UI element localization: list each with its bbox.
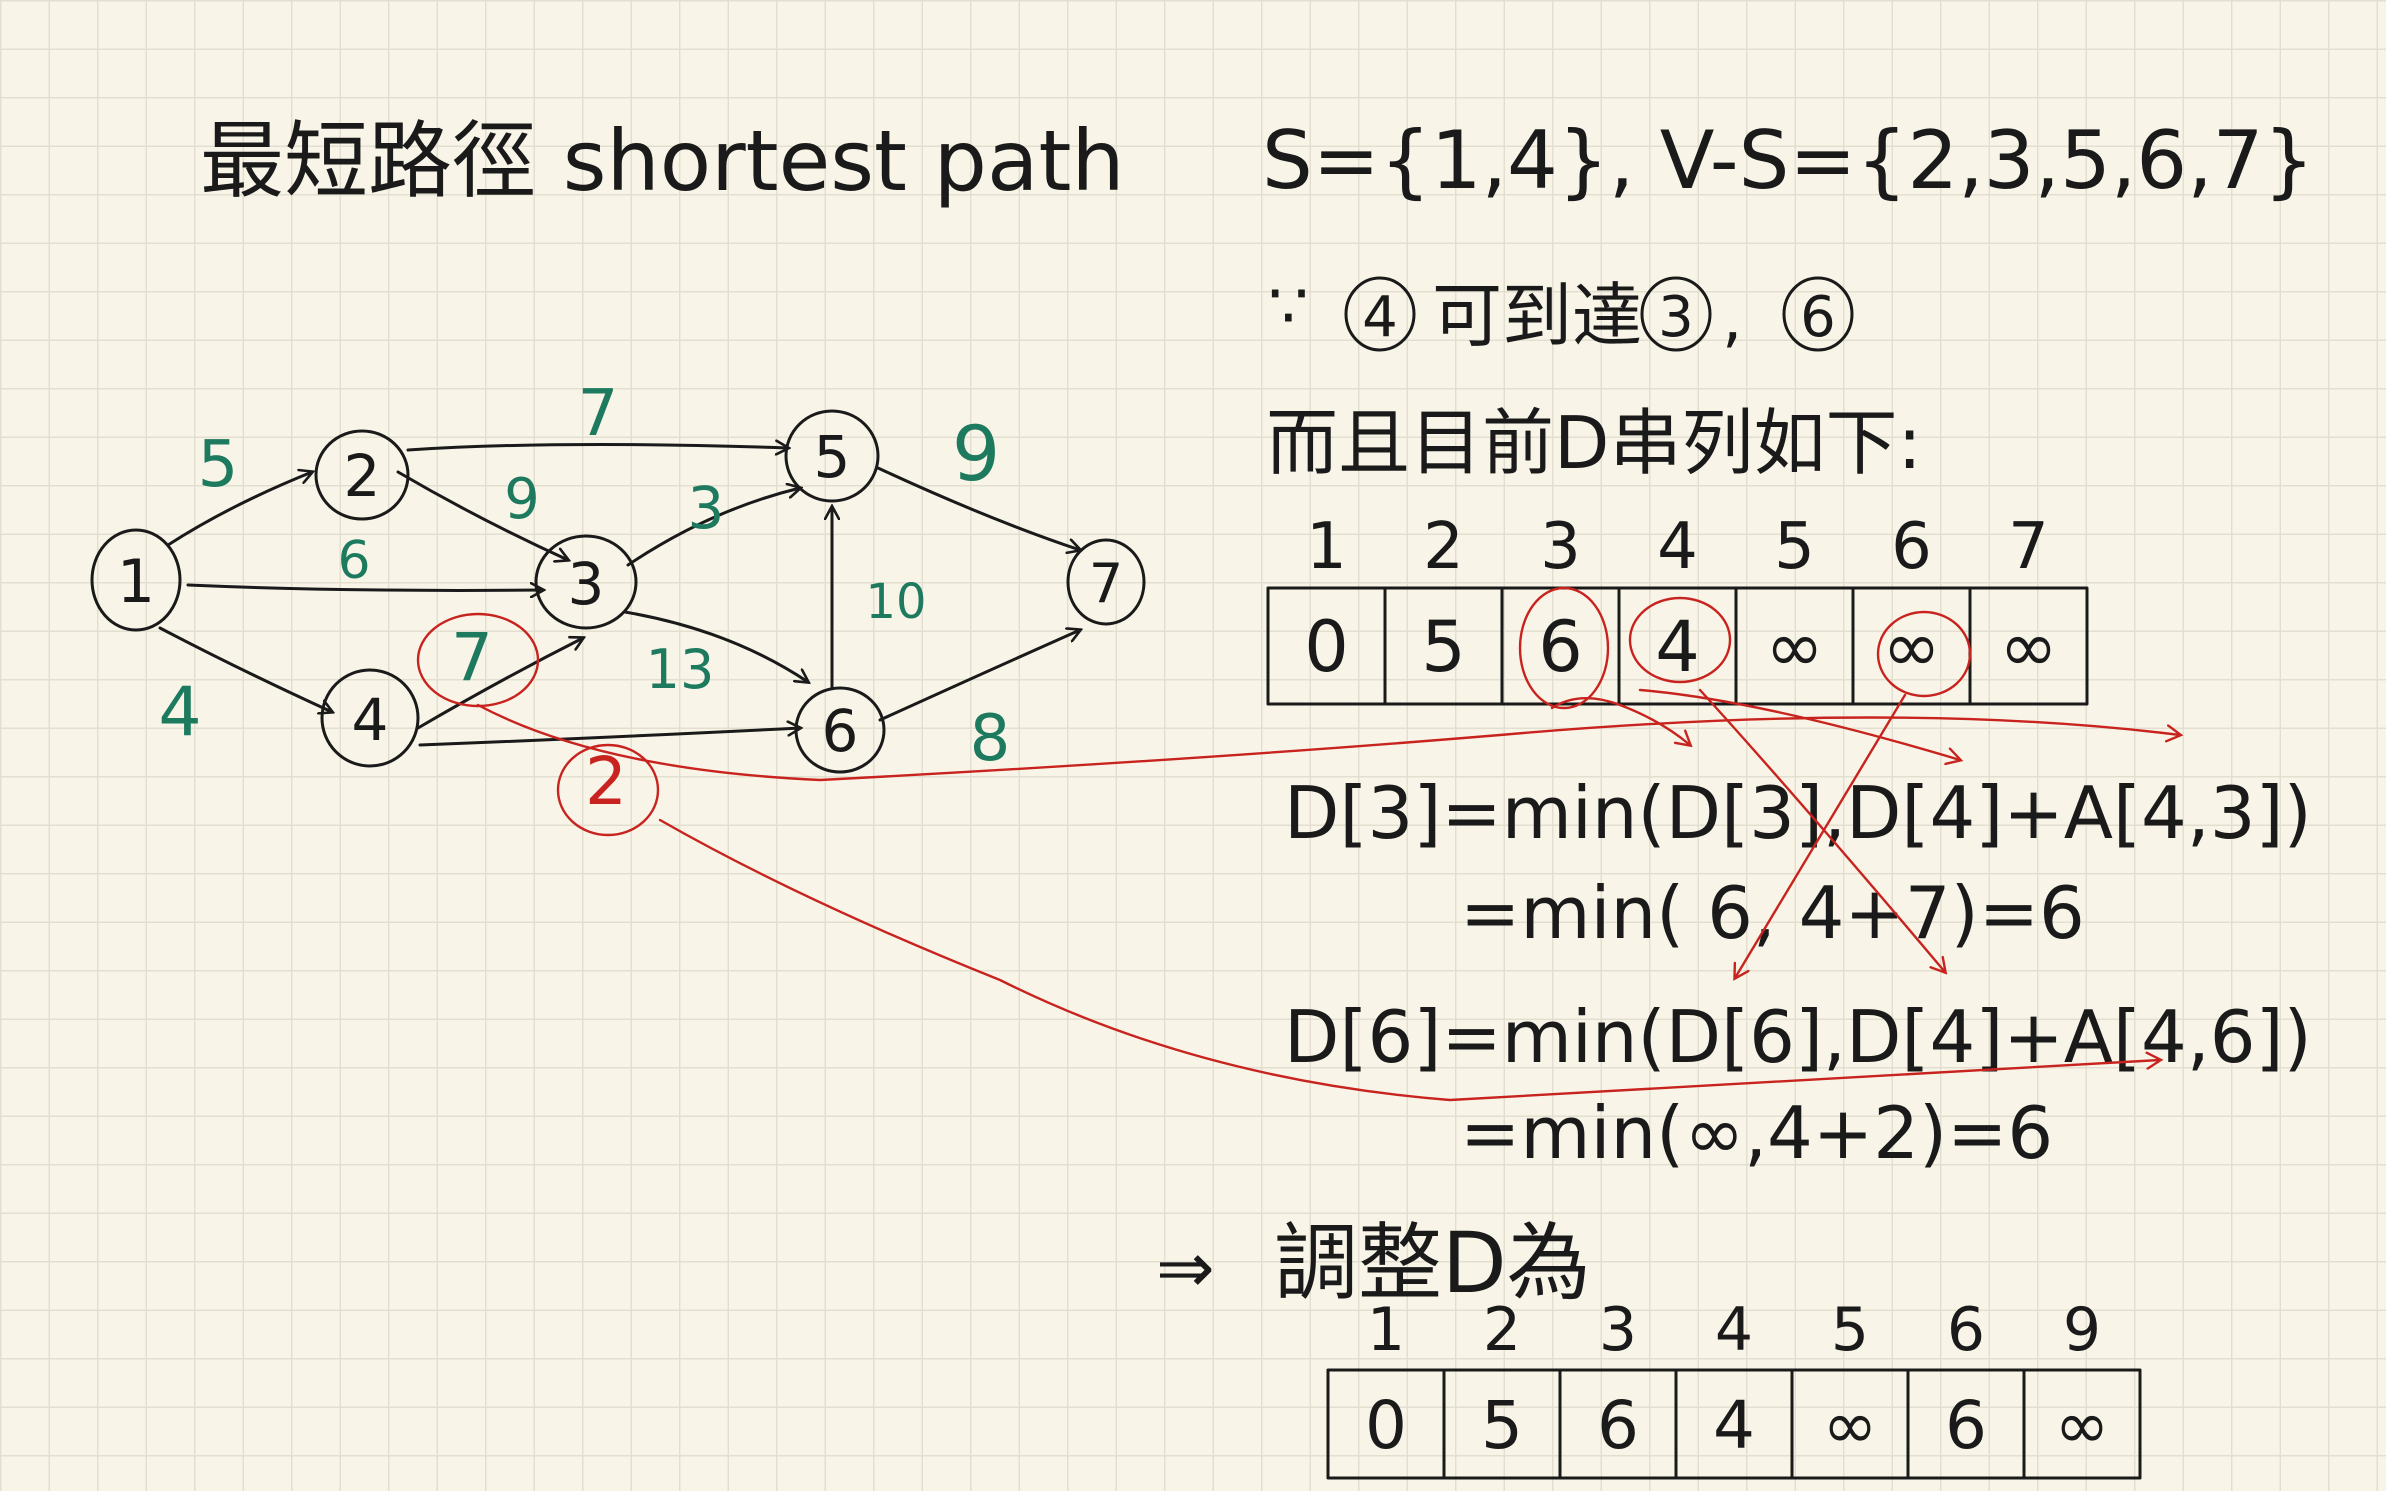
graph-node-label: 4 — [352, 686, 389, 754]
arrow-cell4-to-d4-a — [1638, 688, 1960, 760]
graph-node-label: 6 — [822, 697, 859, 765]
edge-3-6 — [623, 610, 808, 682]
d-before-header: 3 — [1540, 510, 1581, 584]
graph-edges — [158, 444, 1080, 747]
reach-node-b: 6 — [1800, 285, 1836, 350]
weight-6-7: 8 — [970, 702, 1011, 776]
graph-node-1: 1 — [90, 528, 182, 632]
d3-result: =min( 6, 4+7)=6 — [1460, 871, 2085, 955]
because-text: 可到達 — [1432, 275, 1642, 357]
d-before-cell: 6 — [1538, 606, 1583, 688]
d-after-header: 6 — [1947, 1295, 1985, 1365]
because-line: ∵ 4 可到達 3 , 6 — [1268, 270, 1854, 357]
weight-1-2: 5 — [198, 428, 239, 502]
arrow-weight7-to-a43 — [476, 703, 2180, 782]
sets-line: S={1,4}, V-S={2,3,5,6,7} — [1262, 114, 2314, 207]
highlight-cell-4 — [1628, 596, 1732, 684]
d-before-frame — [1266, 586, 2089, 706]
d-after-cell: 4 — [1713, 1387, 1755, 1464]
graph-nodes: 1 2 3 4 5 6 7 — [90, 409, 1146, 774]
d6-formula: D[6]=min(D[6],D[4]+A[4,6]) — [1284, 995, 2312, 1079]
weight-3-5: 3 — [688, 474, 725, 542]
edge-4-6 — [418, 728, 800, 747]
edge-2-5 — [406, 444, 788, 450]
d-after-cell: 6 — [1945, 1387, 1987, 1464]
weight-3-6: 13 — [646, 638, 715, 701]
page-title: 最短路徑 shortest path — [200, 112, 1125, 210]
d-before-header: 4 — [1657, 510, 1698, 584]
reach-separator: , — [1722, 282, 1742, 356]
graph-node-7: 7 — [1066, 538, 1146, 626]
d-after-cell: 0 — [1365, 1387, 1407, 1464]
d-before-cell: ∞ — [1765, 606, 1823, 688]
arrow-weight2-to-a46 — [658, 818, 2160, 1102]
weight-1-4: 4 — [158, 673, 201, 752]
because-symbol: ∵ — [1268, 270, 1309, 344]
weight-2-5: 7 — [578, 377, 619, 451]
edge-5-7 — [876, 466, 1080, 550]
graph-node-4: 4 — [320, 668, 420, 768]
d-after-cell: ∞ — [2055, 1387, 2110, 1464]
d-after-header: 2 — [1483, 1295, 1521, 1365]
weight-6-5: 10 — [865, 574, 926, 630]
d-before-cell: 0 — [1304, 606, 1349, 688]
graph-node-label: 5 — [814, 423, 851, 491]
d-after-header: 1 — [1367, 1295, 1405, 1365]
graph-node-2: 2 — [314, 429, 410, 521]
edge-1-4 — [158, 626, 332, 712]
weight-2-3: 9 — [504, 467, 540, 532]
d-after-cell: 6 — [1597, 1387, 1639, 1464]
graph-node-label: 1 — [117, 547, 155, 617]
d-after-header: 5 — [1831, 1295, 1869, 1365]
d-before-cell: 5 — [1421, 606, 1466, 688]
weight-5-7: 9 — [952, 409, 1000, 498]
edge-4-3 — [416, 638, 583, 730]
arrow-cell6-to-d6 — [1735, 693, 1907, 978]
because-node: 4 — [1362, 285, 1398, 350]
highlight-cell-6 — [1876, 610, 1972, 698]
weight-4-3: 7 — [451, 619, 493, 696]
d-after-header: 9 — [2063, 1295, 2101, 1365]
reach-node-a: 3 — [1658, 285, 1694, 350]
edge-2-3 — [396, 470, 568, 560]
edge-3-5 — [626, 488, 800, 567]
implies-arrow: ⇒ — [1156, 1227, 1215, 1309]
graph-node-5: 5 — [784, 409, 880, 503]
arrow-cell4-to-d4-b — [1698, 688, 1945, 972]
graph-node-6: 6 — [794, 686, 886, 774]
graph-node-label: 3 — [568, 550, 605, 618]
d3-formula: D[3]=min(D[3],D[4]+A[4,3]) — [1284, 771, 2312, 855]
d-after-cell: 5 — [1481, 1387, 1523, 1464]
weight-1-3: 6 — [337, 531, 370, 591]
d-after-cell: ∞ — [1823, 1387, 1878, 1464]
d-before-header: 1 — [1306, 510, 1347, 584]
d-before-header: 6 — [1891, 510, 1932, 584]
adjust-caption: 調整D為 — [1274, 1214, 1591, 1312]
arrow-cell3-to-d3 — [1550, 696, 1690, 745]
d-before-cell: 4 — [1655, 606, 1700, 688]
d-after-frame — [1326, 1368, 2142, 1480]
d-before-header: 7 — [2008, 510, 2049, 584]
d-before-header: 2 — [1423, 510, 1464, 584]
d-after-header: 3 — [1599, 1295, 1637, 1365]
highlight-weight-2-circle — [556, 743, 660, 837]
annotation-arrows — [476, 688, 2180, 1102]
d-before-cell: ∞ — [1882, 606, 1940, 688]
d-after-header: 4 — [1715, 1295, 1753, 1365]
graph-node-3: 3 — [534, 534, 638, 630]
graph-node-label: 7 — [1089, 552, 1123, 615]
d6-result: =min(∞,4+2)=6 — [1460, 1091, 2053, 1175]
d-before-cell: ∞ — [1999, 606, 2057, 688]
highlight-cell-3 — [1518, 586, 1610, 710]
d-before-header: 5 — [1774, 510, 1815, 584]
current-list-caption: 而且目前D串列如下: — [1266, 401, 1922, 485]
edge-1-2 — [166, 472, 312, 547]
edge-1-3 — [186, 585, 543, 590]
edge-6-7 — [878, 630, 1080, 722]
graph-node-label: 2 — [344, 442, 381, 510]
